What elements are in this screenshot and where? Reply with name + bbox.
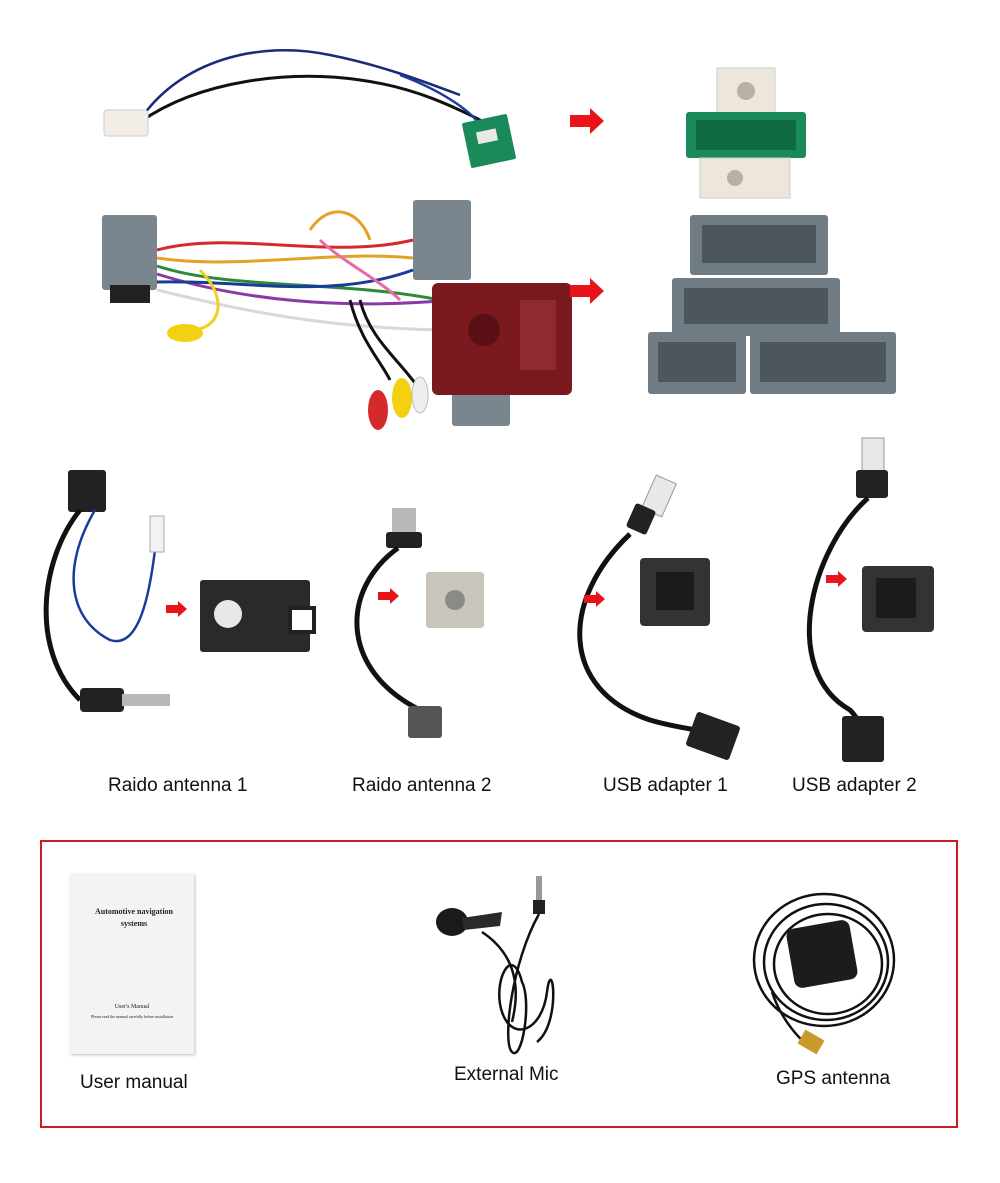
- arrow-icon: [378, 588, 400, 609]
- user-manual-booklet: Automotive navigation systems User's Man…: [70, 874, 194, 1054]
- usb-adapter-2-image: [806, 437, 934, 762]
- usb-adapter-1-image: [577, 474, 740, 760]
- included-label-gps-antenna: GPS antenna: [776, 1068, 891, 1089]
- manual-cover-subtitle: User's Manual: [114, 1004, 150, 1010]
- radio-antenna-2-image: [354, 508, 484, 738]
- main-harness-image: [102, 200, 572, 430]
- small-harness-image: [103, 49, 516, 168]
- radio-antenna-1-image: [43, 470, 316, 712]
- gray-connectors-closeup: [648, 215, 896, 394]
- accessory-label-radio-antenna-1: Raido antenna 1: [108, 775, 248, 796]
- external-mic-image: [436, 876, 555, 1055]
- arrow-icon: [570, 278, 606, 309]
- accessory-label-usb-adapter-2: USB adapter 2: [792, 775, 917, 796]
- green-connector-closeup: [686, 67, 806, 199]
- accessories-section: Raido antenna 1 Raido antenna 2 USB adap…: [0, 437, 1000, 810]
- manual-cover-note: Please read the manual carefully before …: [91, 1014, 173, 1019]
- accessory-label-radio-antenna-2: Raido antenna 2: [352, 775, 492, 796]
- included-label-user-manual: User manual: [80, 1072, 188, 1093]
- arrow-icon: [826, 571, 848, 592]
- arrow-icon: [570, 108, 606, 139]
- arrow-icon: [584, 591, 606, 612]
- accessory-label-usb-adapter-1: USB adapter 1: [603, 775, 728, 796]
- gps-antenna-image: [752, 892, 896, 1055]
- manual-cover-title: Automotive navigation systems: [95, 907, 173, 928]
- arrow-icon: [166, 601, 188, 622]
- included-items-frame: Automotive navigation systems User's Man…: [40, 840, 958, 1128]
- included-label-external-mic: External Mic: [454, 1064, 559, 1085]
- harness-section: [0, 0, 1000, 470]
